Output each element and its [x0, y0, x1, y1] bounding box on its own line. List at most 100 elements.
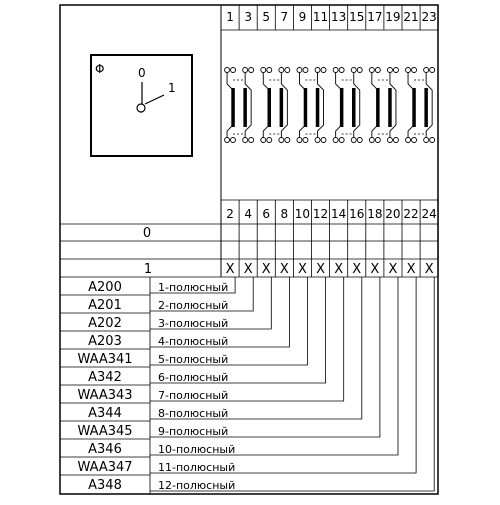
model-code: WAA343: [77, 388, 132, 403]
terminal-screw-icon: [405, 137, 411, 143]
bottom-terminal-number: 8: [281, 207, 289, 221]
model-pole-description: 11-полюсный: [158, 461, 235, 474]
terminal-screw-icon: [423, 137, 430, 143]
terminal-screw-icon: [260, 137, 267, 143]
terminal-screw-icon: [320, 67, 327, 73]
top-terminal-number: 11: [313, 10, 328, 24]
top-terminal-number: 5: [262, 10, 270, 24]
model-leader-line: [150, 277, 345, 402]
model-leader-line: [150, 277, 254, 312]
model-leader-line: [150, 277, 381, 438]
switch-position-label: 1: [144, 262, 152, 277]
terminal-screw-icon: [356, 67, 363, 73]
terminal-screw-icon: [350, 137, 357, 143]
model-code: A200: [88, 280, 122, 295]
terminal-screw-icon: [278, 67, 285, 73]
top-terminal-number: 21: [403, 10, 418, 24]
contact-closed-mark: X: [262, 262, 271, 277]
contact-closed-mark: X: [352, 262, 361, 277]
top-terminal-number: 15: [349, 10, 364, 24]
contact-bridge: [389, 73, 397, 137]
model-leader-line: [150, 277, 272, 330]
dial-position-0: 0: [138, 66, 146, 80]
terminal-screw-icon: [411, 137, 417, 143]
terminal-screw-icon: [338, 137, 345, 143]
model-pole-description: 8-полюсный: [158, 407, 228, 420]
contact-bridge: [425, 73, 433, 137]
bottom-terminal-number: 22: [403, 207, 418, 221]
model-leader-line: [150, 277, 290, 348]
dial-pivot: [136, 103, 146, 113]
contact-pair-icon: [224, 67, 255, 143]
top-terminal-number: 17: [367, 10, 382, 24]
terminal-screw-icon: [374, 137, 381, 143]
model-pole-description: 12-полюсный: [158, 479, 235, 492]
terminal-screw-icon: [266, 67, 273, 73]
contact-pair-icon: [260, 67, 291, 143]
terminal-screw-icon: [278, 137, 285, 143]
terminal-screw-icon: [284, 67, 291, 73]
terminal-screw-icon: [393, 67, 399, 73]
contact-pair-icon: [368, 67, 399, 143]
model-pole-description: 1-полюсный: [158, 281, 228, 294]
model-code: WAA347: [77, 460, 132, 475]
model-pole-description: 2-полюсный: [158, 299, 228, 312]
terminal-screw-icon: [387, 137, 393, 143]
terminal-screw-icon: [248, 67, 255, 73]
contact-bridge: [244, 73, 252, 137]
model-pole-description: 5-полюсный: [158, 353, 228, 366]
model-leader-line: [150, 277, 308, 366]
dial-frame: [90, 54, 193, 157]
model-pole-description: 3-полюсный: [158, 317, 228, 330]
contact-closed-mark: X: [425, 262, 434, 277]
model-leader-line: [150, 277, 417, 474]
contact-bridge: [317, 73, 324, 137]
top-terminal-number: 3: [244, 10, 252, 24]
terminal-screw-icon: [368, 137, 375, 143]
terminal-screw-icon: [314, 137, 321, 143]
terminal-screw-icon: [230, 137, 237, 143]
terminal-screw-icon: [302, 67, 309, 73]
top-terminal-number: 9: [299, 10, 307, 24]
top-terminal-number: 13: [331, 10, 346, 24]
contact-pair-icon: [296, 67, 327, 143]
terminal-screw-icon: [296, 67, 303, 73]
terminal-screw-icon: [242, 137, 249, 143]
top-terminal-number: 1: [226, 10, 234, 24]
bottom-terminal-number: 4: [244, 207, 252, 221]
model-code: A344: [88, 406, 122, 421]
contact-closed-mark: X: [316, 262, 325, 277]
terminal-screw-icon: [356, 137, 363, 143]
top-terminal-number: 7: [281, 10, 289, 24]
terminal-screw-icon: [429, 137, 436, 143]
model-leader-line: [150, 277, 435, 492]
terminal-screw-icon: [242, 67, 249, 73]
contact-pair-icon: [332, 67, 363, 143]
terminal-screw-icon: [429, 67, 436, 73]
model-pole-description: 4-полюсный: [158, 335, 228, 348]
bottom-terminal-number: 10: [295, 207, 310, 221]
terminal-screw-icon: [423, 67, 430, 73]
terminal-screw-icon: [338, 67, 345, 73]
switch-position-label: 0: [143, 226, 151, 241]
bottom-terminal-number: 14: [331, 207, 346, 221]
model-code: WAA341: [77, 352, 132, 367]
contact-closed-mark: X: [334, 262, 343, 277]
top-terminal-number: 23: [422, 10, 437, 24]
model-pole-description: 6-полюсный: [158, 371, 228, 384]
model-pole-description: 10-полюсный: [158, 443, 235, 456]
model-code: A203: [88, 334, 122, 349]
bottom-terminal-number: 12: [313, 207, 328, 221]
bottom-terminal-number: 20: [385, 207, 400, 221]
terminal-screw-icon: [368, 67, 375, 73]
contact-bridge: [280, 73, 288, 137]
terminal-screw-icon: [260, 67, 267, 73]
bottom-terminal-number: 18: [367, 207, 382, 221]
switch-dial: Φ 0 1: [90, 54, 193, 157]
model-leader-line: [150, 277, 236, 294]
bottom-terminal-number: 6: [262, 207, 270, 221]
model-code: A202: [88, 316, 122, 331]
bottom-terminal-number: 2: [226, 207, 234, 221]
terminal-screw-icon: [248, 137, 255, 143]
